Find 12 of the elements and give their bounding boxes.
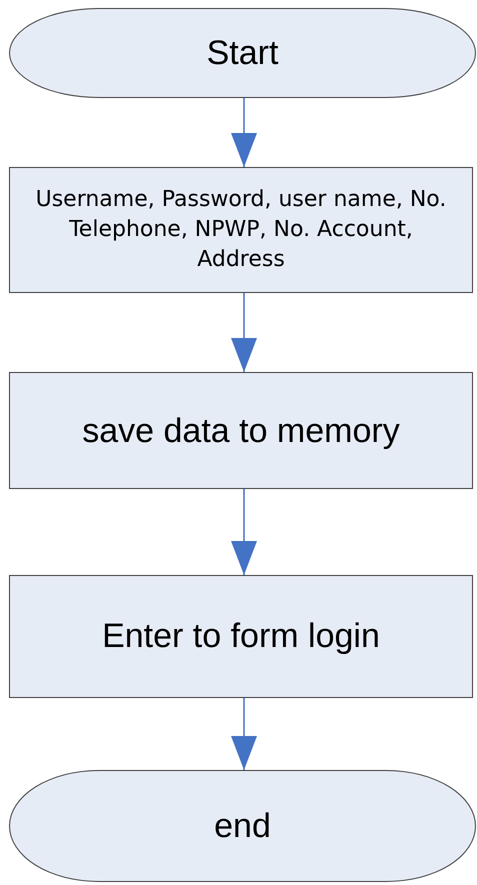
arrow xyxy=(231,489,257,575)
process-box xyxy=(9,167,473,293)
arrow xyxy=(231,293,257,372)
arrow xyxy=(231,98,257,167)
process-box xyxy=(9,575,473,698)
node-label: Username, Password, user name, No. Telephone, NPWP, No. Account, Address xyxy=(34,186,448,274)
arrow xyxy=(231,698,257,770)
node-label: save data to memory xyxy=(82,410,400,452)
node-label: end xyxy=(214,806,271,846)
node-label: Start xyxy=(206,32,278,74)
node-label: Enter to form login xyxy=(102,616,380,657)
process-box xyxy=(9,372,473,489)
